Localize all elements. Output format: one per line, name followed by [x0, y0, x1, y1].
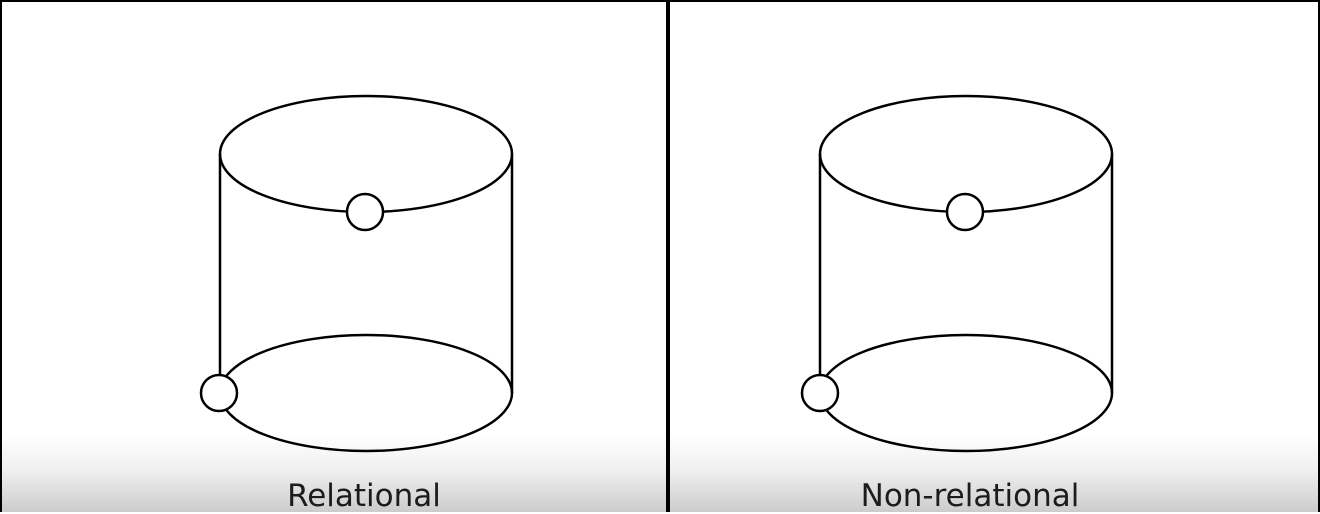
- cylinder-relational: [199, 94, 514, 453]
- node-bottom: [800, 373, 840, 413]
- cylinder-bottom: [218, 333, 514, 453]
- node-top: [945, 192, 985, 232]
- caption-relational: Relational: [287, 478, 441, 514]
- node-bottom: [199, 373, 239, 413]
- node-top: [345, 192, 385, 232]
- caption-non-relational: Non-relational: [860, 478, 1080, 514]
- cylinder-non-relational: [800, 94, 1114, 453]
- cylinder-bottom: [818, 333, 1114, 453]
